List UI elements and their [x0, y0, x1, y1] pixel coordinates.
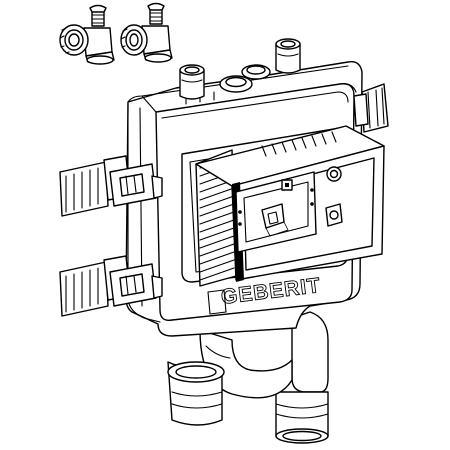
valve-left: [59, 4, 115, 65]
bracket-lower-left: [59, 255, 163, 317]
logo-badge: [207, 289, 227, 315]
bracket-right: [353, 83, 389, 133]
top-connector-middle: [219, 64, 271, 93]
valve-right: [120, 2, 173, 63]
bracket-upper-left: [59, 155, 163, 217]
inner-module: [235, 166, 343, 253]
top-connector-left: [179, 64, 205, 100]
siphon-trap: [167, 311, 329, 444]
top-connector-right: [275, 38, 301, 74]
